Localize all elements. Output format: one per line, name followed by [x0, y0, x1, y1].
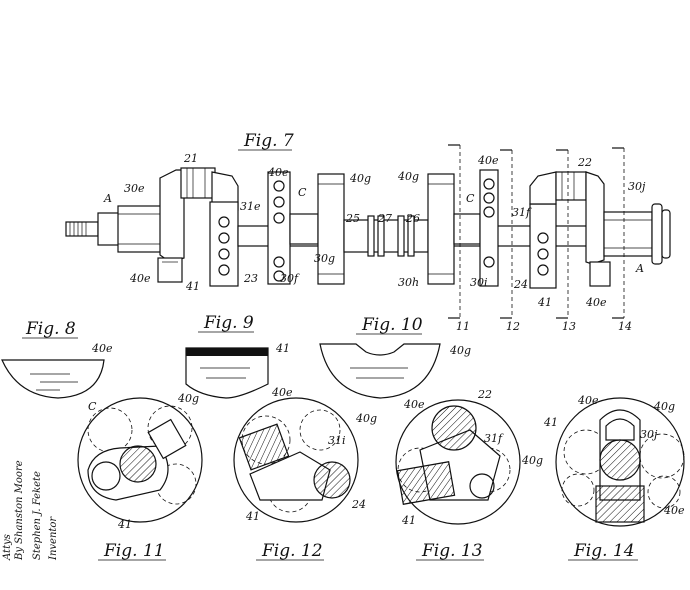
fig12-cross-section: 40e 40g 31i 41 24	[233, 386, 377, 523]
center-journal-rings	[343, 215, 429, 257]
fig10-segment-40g: 40g	[319, 343, 471, 399]
label-41-left: 41	[185, 280, 200, 293]
fig13-cross-section: 40e 22 31f 40g 41	[395, 388, 543, 527]
inventor-signature: Inventor Stephen J. Fekete By Shanston M…	[2, 460, 59, 561]
label-24: 24	[513, 278, 528, 291]
fig9-block-41: 41	[185, 342, 290, 399]
label-25: 25	[345, 212, 360, 225]
label-40e-bottom: 40e	[585, 296, 607, 309]
label-21: 21	[183, 152, 198, 165]
label-30f: 30f	[280, 272, 300, 285]
label-30g: 30g	[314, 252, 335, 265]
label-40e-left: 40e	[129, 272, 151, 285]
label-section-12: 12	[506, 320, 520, 333]
threaded-end	[65, 221, 99, 237]
right-main-journal	[603, 211, 653, 257]
label-30e: 30e	[124, 182, 145, 195]
fig12-title: Fig. 12	[261, 541, 323, 561]
signature-attys: Attys	[2, 534, 13, 561]
fig8-title: Fig. 8	[25, 319, 76, 339]
label-fig12-24: 24	[351, 498, 366, 511]
label-section-11: 11	[456, 320, 470, 333]
fig11-title: Fig. 11	[103, 541, 165, 561]
label-fig13-41: 41	[401, 514, 416, 527]
left-journal-hub	[97, 212, 121, 246]
label-fig11-c: C	[88, 400, 97, 413]
label-40e-right: 40e	[477, 154, 499, 167]
fig7-labels: A 30e 21 40e 31e 40e C 40g 25 27 26 40g …	[103, 152, 646, 333]
counterweight-40e-right	[479, 169, 499, 287]
label-fig9-41: 41	[275, 342, 290, 355]
crankpin-c-left	[289, 213, 319, 245]
fig7-crankshaft: A 30e 21 40e 31e 40e C 40g 25 27 26 40g …	[65, 144, 671, 333]
label-fig13-22: 22	[477, 388, 492, 401]
label-fig8-40e: 40e	[91, 342, 113, 355]
signature-attorney: By Shanston Moore	[14, 460, 25, 561]
fig11-cross-section: C 40g 41	[77, 392, 203, 531]
counterweight-40e-left	[267, 171, 291, 285]
label-31e: 31e	[240, 200, 261, 213]
flange	[651, 203, 663, 265]
crank-web-30e	[157, 167, 239, 283]
label-40g-b: 40g	[397, 170, 419, 183]
fig9-title: Fig. 9	[203, 313, 254, 333]
label-40g-a: 40g	[349, 172, 371, 185]
label-c-mid: C	[298, 186, 307, 199]
label-section-14: 14	[618, 320, 632, 333]
label-fig13-40g: 40g	[521, 454, 543, 467]
label-fig14-41: 41	[543, 416, 558, 429]
left-main-journal	[117, 205, 163, 253]
fig14-cross-section: 40e 40g 30j 41 40e	[543, 394, 685, 527]
label-fig14-40g: 40g	[653, 400, 675, 413]
label-c-right: C	[466, 192, 475, 205]
label-30j: 30j	[628, 180, 646, 193]
label-a-right: A	[635, 262, 644, 275]
label-fig14-40e-top: 40e	[577, 394, 599, 407]
label-fig10-40g: 40g	[449, 344, 471, 357]
fig7-title: Fig. 7	[243, 131, 294, 151]
label-fig14-30j: 30j	[640, 428, 658, 441]
section-lines	[448, 144, 625, 319]
label-fig12-40e: 40e	[271, 386, 293, 399]
label-a-left: A	[103, 192, 112, 205]
label-section-13: 13	[562, 320, 576, 333]
signature-inventor: Inventor	[48, 516, 59, 561]
crank-web-30j	[529, 171, 611, 287]
label-40e-top: 40e	[267, 166, 289, 179]
label-fig11-41: 41	[117, 518, 132, 531]
label-27: 27	[377, 212, 392, 225]
label-31f: 31f	[512, 206, 532, 219]
label-fig12-40g: 40g	[355, 412, 377, 425]
label-fig14-40e-bottom: 40e	[663, 504, 685, 517]
counterweight-40g-right	[427, 173, 455, 285]
fig14-title: Fig. 14	[573, 541, 635, 561]
label-fig11-40g: 40g	[177, 392, 199, 405]
label-30i: 30i	[470, 276, 488, 289]
label-22: 22	[577, 156, 592, 169]
fig8-segment-40e: 40e	[1, 342, 113, 399]
label-fig13-31f: 31f	[484, 432, 504, 445]
label-26: 26	[405, 212, 420, 225]
counterweight-41-right	[529, 203, 557, 289]
label-30h: 30h	[398, 276, 419, 289]
fig10-title: Fig. 10	[361, 315, 423, 335]
signature-name: Stephen J. Fekete	[32, 471, 43, 560]
fig13-title: Fig. 13	[421, 541, 483, 561]
counterweight-40g-left	[317, 173, 345, 285]
label-23: 23	[243, 272, 258, 285]
counterweight-41-left	[209, 201, 239, 287]
crankpin-c-right	[453, 213, 481, 245]
label-41-right: 41	[537, 296, 552, 309]
label-fig12-41: 41	[245, 510, 260, 523]
label-fig13-40e: 40e	[403, 398, 425, 411]
label-fig12-31i: 31i	[328, 434, 346, 447]
